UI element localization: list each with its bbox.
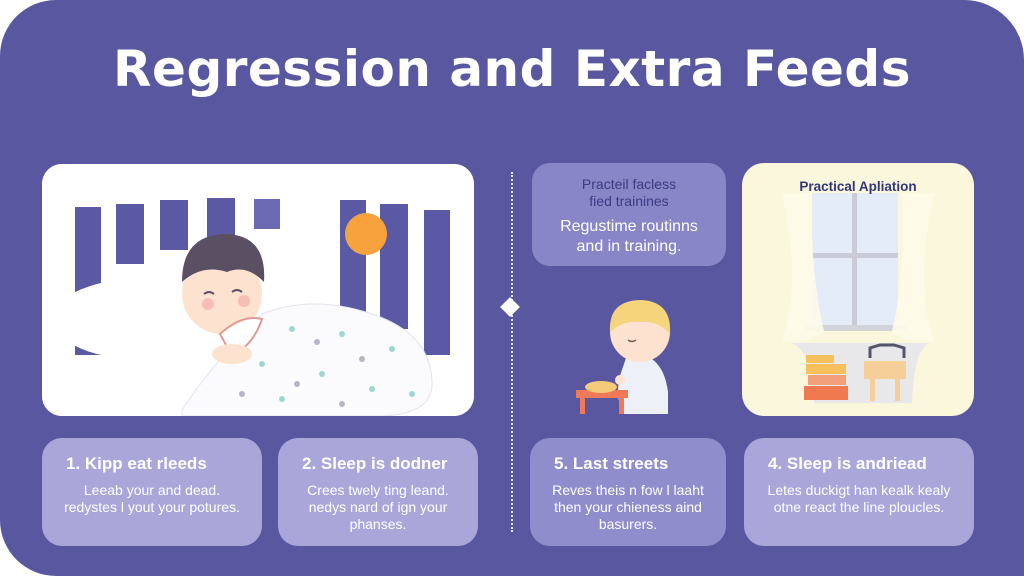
tip-card-heading: 1. Kipp eat rleeds xyxy=(66,454,207,473)
tip-card-1: 1. Kipp eat rleeds Leeab your and dead. … xyxy=(42,438,262,546)
window-scene-icon xyxy=(782,193,934,403)
tip-card-body: Reves theis n fow l laaht then your chie… xyxy=(552,482,704,532)
practical-application-card: Practical Apliation xyxy=(742,163,974,416)
routine-card: Practeil facless fied trainines Regustim… xyxy=(532,163,726,266)
practical-application-caption: Practical Apliation xyxy=(799,179,917,194)
routine-card-subtitle: Practeil facless fied trainines xyxy=(581,176,677,209)
tip-card-body: Leeab your and dead. redystes l yout you… xyxy=(64,482,240,515)
tip-card-3: 5. Last streets Reves theis n fow l laah… xyxy=(530,438,726,546)
page-title: Regression and Extra Feeds xyxy=(113,40,911,98)
tip-card-body: Letes duckigt han kealk kealy otne react… xyxy=(767,482,951,515)
tip-card-heading: 5. Last streets xyxy=(554,454,669,473)
routine-card-text: Regustime routinns and in training. xyxy=(560,218,698,255)
timeline-divider xyxy=(511,172,513,532)
tip-card-body: Crees twely ting leand. nedys nard of ig… xyxy=(307,482,449,532)
tip-card-4: 4. Sleep is andriead Letes duckigt han k… xyxy=(744,438,974,546)
sleeping-child-illustration xyxy=(42,164,474,416)
diamond-marker-icon xyxy=(500,297,520,317)
tip-card-heading: 2. Sleep is dodner xyxy=(302,454,448,473)
crib-scene-icon xyxy=(42,164,474,416)
tip-card-heading: 4. Sleep is andriead xyxy=(768,454,927,473)
tip-card-2: 2. Sleep is dodner Crees twely ting lean… xyxy=(278,438,478,546)
toddler-at-table-icon xyxy=(576,300,671,414)
